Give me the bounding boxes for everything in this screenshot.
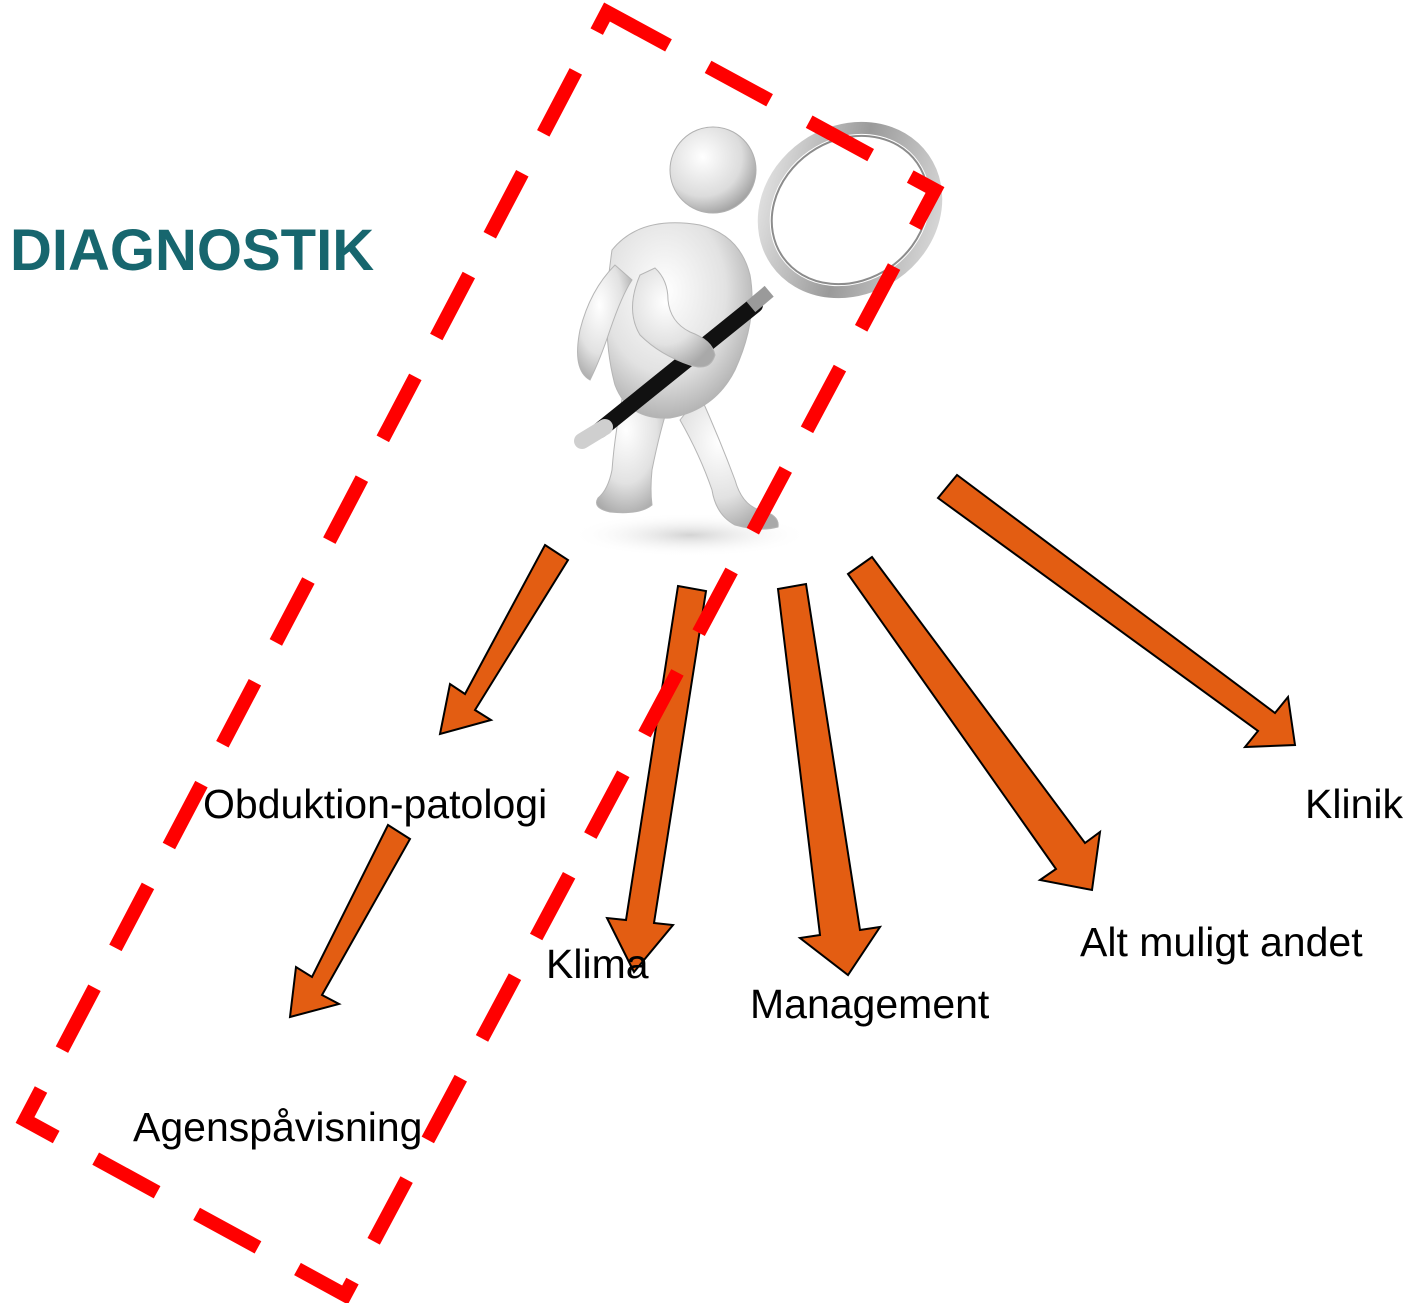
highlight-dashed-frame <box>15 2 945 1303</box>
arrows <box>288 473 1297 1019</box>
arrow-to-klinik <box>936 473 1297 749</box>
arrow-to-management <box>776 582 883 977</box>
person-with-magnifying-glass-icon <box>570 121 943 557</box>
label-alt-muligt-andet: Alt muligt andet <box>1080 919 1363 965</box>
arrow-to-obduktion <box>438 543 570 736</box>
label-management: Management <box>750 981 990 1027</box>
arrow-to-alt <box>846 555 1102 892</box>
label-obduktion-patologi: Obduktion-patologi <box>203 781 548 827</box>
arrow-to-klima <box>605 584 708 974</box>
diagram-title: DIAGNOSTIK <box>10 218 375 283</box>
arrow-to-agens <box>288 823 412 1019</box>
label-agenspaavisning: Agenspåvisning <box>133 1104 423 1150</box>
label-klinik: Klinik <box>1305 781 1403 827</box>
label-klima: Klima <box>546 941 649 987</box>
